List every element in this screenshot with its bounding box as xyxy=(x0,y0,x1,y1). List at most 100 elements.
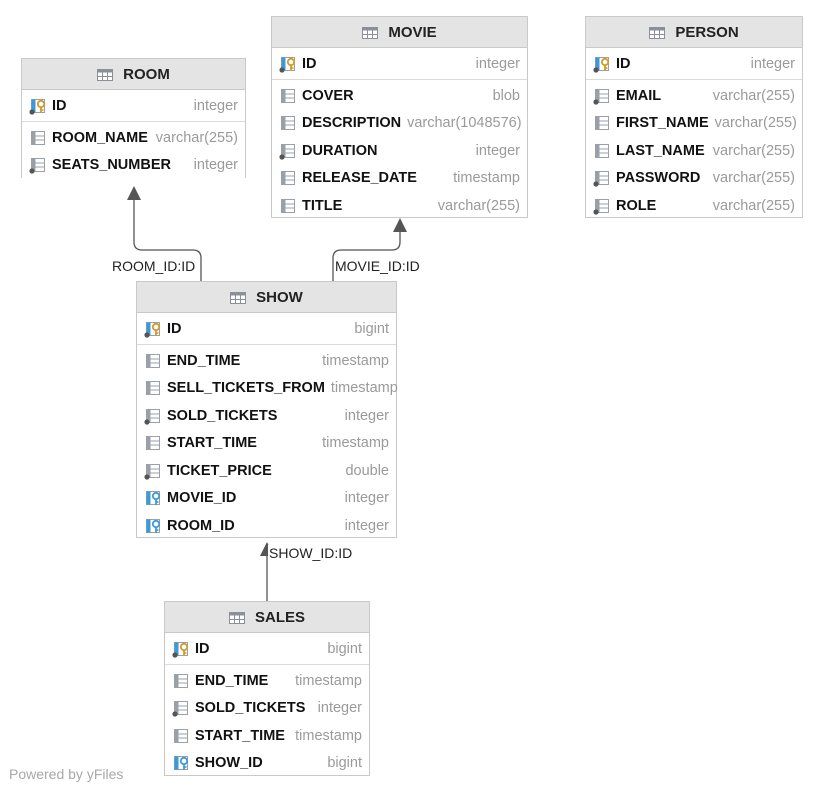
primary-key-icon xyxy=(144,320,162,338)
column-type: timestamp xyxy=(322,352,389,369)
column-name: MOVIE_ID xyxy=(167,490,237,507)
column-name: TITLE xyxy=(302,197,343,214)
column-name: SOLD_TICKETS xyxy=(195,700,306,717)
column-icon xyxy=(144,434,162,452)
column-name: ROLE xyxy=(616,197,657,214)
table-header[interactable]: ROOM xyxy=(22,59,245,90)
arrowhead-movie xyxy=(393,218,407,232)
column-row[interactable]: SOLD_TICKETS integer xyxy=(137,402,396,430)
column-type: varchar(255) xyxy=(712,142,795,159)
indexed-column-icon xyxy=(144,462,162,480)
column-name: ID xyxy=(302,55,317,72)
column-name: ROOM_ID xyxy=(167,517,235,534)
column-name: END_TIME xyxy=(195,672,269,689)
column-icon xyxy=(279,169,297,187)
column-type: varchar(255) xyxy=(712,170,795,187)
primary-key-icon xyxy=(593,55,611,73)
column-type: integer xyxy=(750,55,795,72)
column-icon xyxy=(172,672,190,690)
primary-key-row[interactable]: ID integer xyxy=(586,48,802,80)
table-name: MOVIE xyxy=(388,23,437,41)
primary-key-row[interactable]: ID integer xyxy=(272,48,527,80)
table-name: PERSON xyxy=(675,23,739,41)
column-name: SOLD_TICKETS xyxy=(167,407,278,424)
primary-key-row[interactable]: ID integer xyxy=(22,90,245,122)
column-row[interactable]: ROLE varchar(255) xyxy=(586,192,802,220)
column-name: START_TIME xyxy=(167,435,257,452)
column-name: EMAIL xyxy=(616,87,662,104)
column-row[interactable]: SHOW_ID bigint xyxy=(165,750,369,778)
table-icon xyxy=(228,611,245,624)
column-type: varchar(1048576) xyxy=(407,115,522,132)
column-name: ID xyxy=(616,55,631,72)
edge-show-movie xyxy=(332,232,401,283)
column-icon xyxy=(144,379,162,397)
column-name: SHOW_ID xyxy=(195,755,263,772)
column-name: FIRST_NAME xyxy=(616,115,709,132)
table-header[interactable]: SHOW xyxy=(137,282,396,313)
column-row[interactable]: END_TIME timestamp xyxy=(137,347,396,375)
column-type: integer xyxy=(344,407,389,424)
column-name: ID xyxy=(195,640,210,657)
column-icon xyxy=(29,129,47,147)
column-name: END_TIME xyxy=(167,352,241,369)
foreign-key-icon xyxy=(172,754,190,772)
table-header[interactable]: SALES xyxy=(165,602,369,633)
column-type: varchar(255) xyxy=(712,197,795,214)
table-name: SALES xyxy=(254,608,305,626)
indexed-column-icon xyxy=(172,699,190,717)
table-icon xyxy=(230,291,247,304)
column-icon xyxy=(172,727,190,745)
table-name: ROOM xyxy=(123,65,170,83)
column-name: LAST_NAME xyxy=(616,142,705,159)
indexed-column-icon xyxy=(593,169,611,187)
column-icon xyxy=(593,114,611,132)
column-type: bigint xyxy=(327,755,362,772)
table-header[interactable]: PERSON xyxy=(586,17,802,48)
table-header[interactable]: MOVIE xyxy=(272,17,527,48)
column-type: integer xyxy=(475,55,520,72)
column-row[interactable]: LAST_NAME varchar(255) xyxy=(586,137,802,165)
table-icon xyxy=(97,68,114,81)
table-name: SHOW xyxy=(256,288,303,306)
column-name: SEATS_NUMBER xyxy=(52,157,171,174)
foreign-key-icon xyxy=(144,517,162,535)
table-icon xyxy=(362,26,379,39)
column-name: ID xyxy=(52,97,67,114)
column-type: double xyxy=(345,462,389,479)
column-type: integer xyxy=(193,97,238,114)
column-name: START_TIME xyxy=(195,727,285,744)
column-type: integer xyxy=(475,142,520,159)
primary-key-icon xyxy=(29,97,47,115)
column-type: bigint xyxy=(354,320,389,337)
